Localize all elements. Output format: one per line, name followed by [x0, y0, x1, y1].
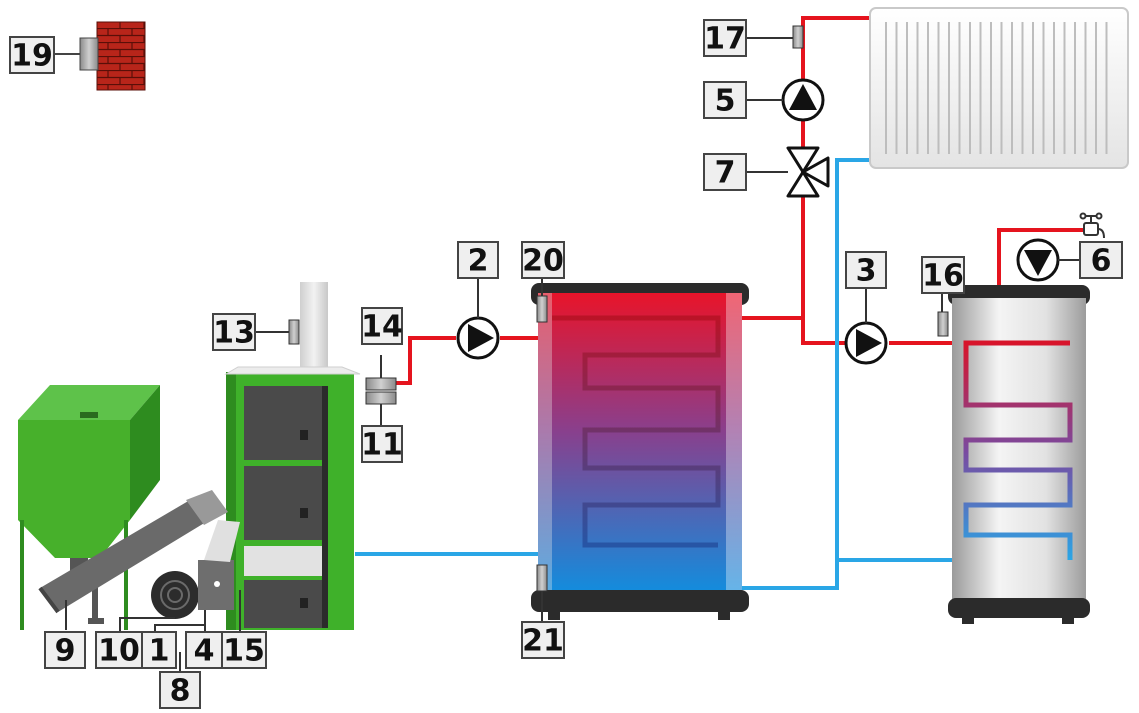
- label-13: 13: [213, 316, 255, 351]
- label-texts: 19 17 5 7 2 20 3 16 6 13 14 11 21 9 10 1…: [11, 22, 1111, 709]
- water-tap-icon: [1079, 212, 1105, 239]
- label-16: 16: [922, 259, 964, 294]
- label-4: 4: [194, 634, 215, 669]
- label-14: 14: [361, 310, 403, 345]
- label-3: 3: [856, 254, 877, 289]
- label-box-16: [921, 256, 965, 294]
- label-2: 2: [468, 244, 489, 279]
- label-11: 11: [361, 428, 403, 463]
- label-boxes: [9, 19, 1123, 709]
- pump-6: [1016, 238, 1060, 282]
- label-box-13: [212, 313, 256, 351]
- label-17: 17: [704, 22, 746, 57]
- label-box-9: [44, 631, 86, 669]
- label-box-3: [845, 251, 887, 289]
- label-box-5: [703, 81, 747, 119]
- label-box-1: [141, 631, 177, 669]
- label-6: 6: [1091, 244, 1112, 279]
- label-box-14: [361, 307, 403, 345]
- label-box-17: [703, 19, 747, 57]
- label-5: 5: [715, 84, 736, 119]
- label-box-2: [457, 241, 499, 279]
- label-8: 8: [170, 674, 191, 709]
- pump-5: [781, 78, 825, 122]
- label-box-6: [1079, 241, 1123, 279]
- radiator-icon: [869, 7, 1129, 169]
- leader-lines: [65, 37, 1080, 672]
- label-20: 20: [522, 244, 564, 279]
- pellet-boiler-icon: [224, 282, 361, 630]
- label-9: 9: [55, 634, 76, 669]
- label-10: 10: [98, 634, 140, 669]
- pump-2: [456, 316, 500, 360]
- label-box-20: [521, 241, 565, 279]
- label-box-19: [9, 36, 55, 74]
- hot-water-cylinder-icon: [948, 285, 1090, 624]
- label-box-8: [159, 671, 201, 709]
- label-box-15: [221, 631, 267, 669]
- label-15: 15: [223, 634, 265, 669]
- label-box-10: [95, 631, 143, 669]
- label-1: 1: [149, 634, 170, 669]
- brick-chimney-icon: [53, 21, 146, 91]
- label-21: 21: [522, 624, 564, 659]
- sensors: [288, 25, 949, 592]
- pellet-hopper-icon: [18, 385, 240, 630]
- label-box-11: [361, 425, 403, 463]
- pump-3: [844, 321, 888, 365]
- label-7: 7: [715, 156, 736, 191]
- label-box-21: [521, 621, 565, 659]
- label-19: 19: [11, 39, 53, 74]
- three-way-valve-icon: [786, 146, 830, 198]
- label-box-7: [703, 153, 747, 191]
- buffer-tank-icon: [531, 283, 749, 620]
